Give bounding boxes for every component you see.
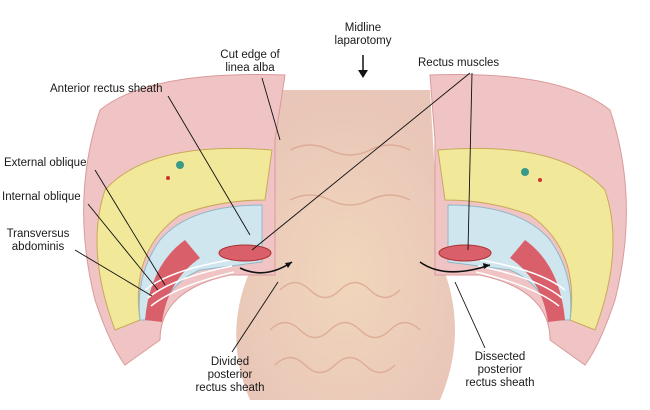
intestine-loops [269, 144, 421, 374]
label-anterior-rectus-sheath: Anterior rectus sheath [50, 83, 163, 95]
midline-arrow-icon [358, 70, 368, 78]
label-external-oblique: External oblique [4, 157, 87, 169]
label-rectus-muscles: Rectus muscles [418, 57, 500, 69]
right-rectus-muscle [438, 244, 492, 262]
right-dissection-arrow [419, 261, 491, 273]
right-abdominal-wall [429, 73, 627, 366]
leader-lines [74, 72, 486, 353]
left-rectus-muscle [218, 244, 272, 262]
left-abdominal-wall [83, 73, 286, 366]
label-internal-oblique: Internal oblique [2, 191, 81, 203]
